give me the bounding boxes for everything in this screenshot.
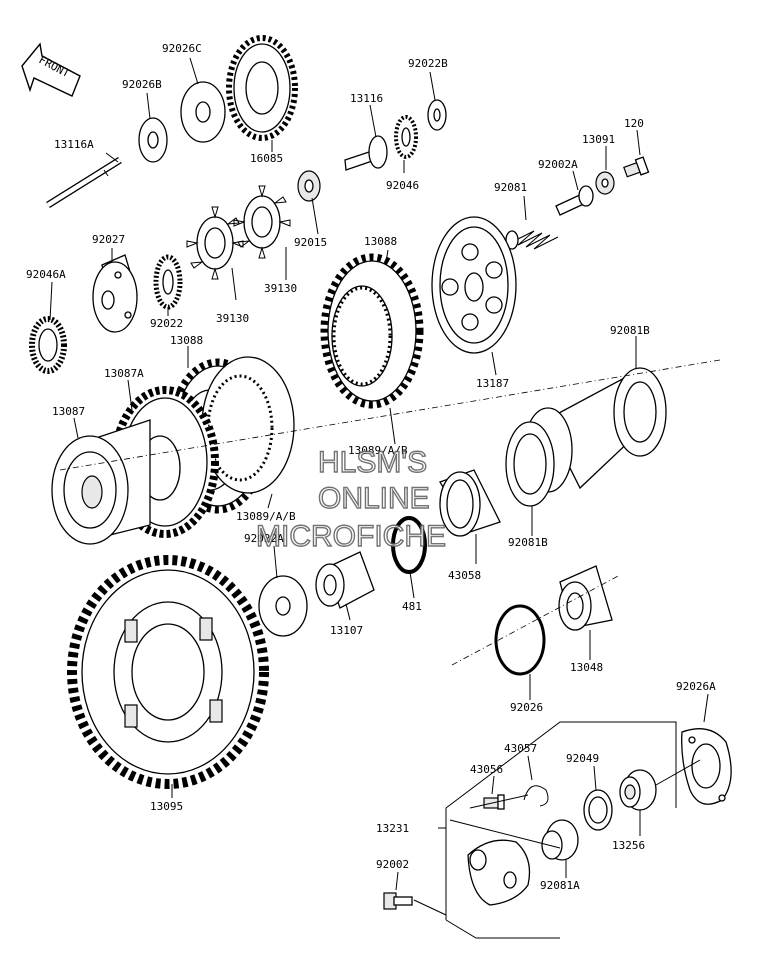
label-92026B: 92026B [122, 78, 162, 91]
watermark: HLSM'S ONLINE MICROFICHE [255, 445, 446, 553]
bearing-92046 [394, 115, 418, 159]
collar-92027 [92, 254, 138, 333]
fitting-43056 [483, 794, 505, 810]
bolt-92002 [383, 892, 413, 910]
label-43056: 43056 [470, 763, 503, 776]
label-92022B: 92022B [408, 57, 448, 70]
label-92081B-top: 92081B [610, 324, 650, 337]
label-13095: 13095 [150, 800, 183, 813]
rod-13116 [344, 135, 388, 171]
nut-13091 [595, 171, 615, 195]
label-92026: 92026 [510, 701, 543, 714]
clutch-housing-13095 [67, 555, 269, 789]
bolt-92002A [555, 185, 594, 216]
snap-ring-481 [391, 516, 427, 574]
cover-92026A [681, 728, 732, 805]
lock-washer-39130-b [233, 185, 291, 259]
label-92002: 92002 [376, 858, 409, 871]
oil-seal-92049 [583, 789, 613, 831]
spring-92081 [505, 230, 559, 250]
label-92081A: 92081A [540, 879, 580, 892]
watermark-line-2: ONLINE [318, 482, 430, 515]
label-13256: 13256 [612, 839, 645, 852]
friction-plate-13088-top [320, 253, 424, 409]
clip-43057 [523, 785, 549, 807]
label-92081B-bot: 92081B [508, 536, 548, 549]
label-13089-bot: 13089/A/B [236, 510, 296, 523]
label-39130-b: 39130 [216, 312, 249, 325]
label-13089-top: 13089/A/B [348, 444, 408, 457]
label-92046A: 92046A [26, 268, 66, 281]
boot-92081A [541, 819, 579, 861]
washer-92022B [427, 99, 447, 131]
label-13187: 13187 [476, 377, 509, 390]
label-16085: 16085 [250, 152, 283, 165]
front-arrow-icon: FRONT [21, 42, 81, 97]
sleeve-13107 [315, 551, 375, 609]
label-13088-top: 13088 [364, 235, 397, 248]
label-13116: 13116 [350, 92, 383, 105]
label-481: 481 [402, 600, 422, 613]
lock-washer-39130-a [186, 206, 244, 280]
release-cylinder-13231 [467, 839, 531, 906]
holder-13048 [558, 565, 613, 631]
label-92046: 92046 [386, 179, 419, 192]
washer-92022A [258, 575, 308, 637]
label-92081: 92081 [494, 181, 527, 194]
nut-92015 [297, 170, 321, 235]
label-92026A: 92026A [676, 680, 716, 693]
label-13231: 13231 [376, 822, 409, 835]
bush-43058 [439, 469, 501, 537]
label-13107: 13107 [330, 624, 363, 637]
label-13087: 13087 [52, 405, 85, 418]
o-ring-92026 [494, 604, 546, 676]
label-92022: 92022 [150, 317, 183, 330]
label-43057: 43057 [504, 742, 537, 755]
washer-92026C [180, 81, 226, 143]
label-13048: 13048 [570, 661, 603, 674]
label-120: 120 [624, 117, 644, 130]
label-13116A: 13116A [54, 138, 94, 151]
label-92022A: 92022A [244, 532, 284, 545]
label-92027: 92027 [92, 233, 125, 246]
pushrod-13116A [46, 157, 122, 208]
needle-bearing-92046A [29, 316, 67, 374]
clutch-hub-13087 [51, 419, 151, 545]
bolt-120 [623, 156, 650, 178]
label-92002A: 92002A [538, 158, 578, 171]
washer-92026B [138, 117, 168, 163]
label-43058: 43058 [448, 569, 481, 582]
label-92015: 92015 [294, 236, 327, 249]
watermark-line-1: HLSM'S [318, 446, 427, 479]
watermark-line-3: MICROFICHE [256, 520, 446, 553]
label-92026C: 92026C [162, 42, 202, 55]
needle-bearing-92022 [153, 254, 183, 310]
spring-washer-92081B [505, 421, 555, 507]
label-13087A: 13087A [104, 367, 144, 380]
pressure-plate-13187 [431, 216, 517, 354]
label-13091: 13091 [582, 133, 615, 146]
label-39130-a: 39130 [264, 282, 297, 295]
label-13088-mid: 13088 [170, 334, 203, 347]
label-92049: 92049 [566, 752, 599, 765]
gear-16085 [226, 35, 298, 141]
bearing-13256 [619, 769, 657, 811]
